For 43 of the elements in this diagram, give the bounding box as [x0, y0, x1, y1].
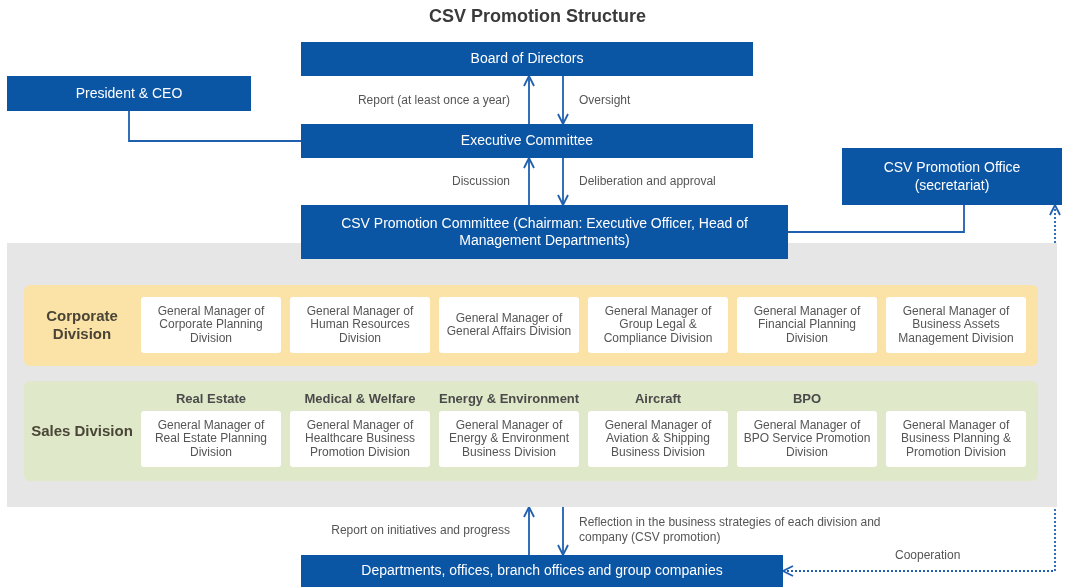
role-box: General Manager of BPO Service Promotion Division [737, 411, 877, 467]
arrow [557, 506, 569, 556]
column-heading: Energy & Environment [439, 391, 579, 406]
role-box: General Manager of Aviation & Shipping Business Division [588, 411, 728, 467]
org-unit-box: CSV Promotion Committee (Chairman: Executive Officer, Head of Management Departments) [301, 205, 788, 259]
arrow [557, 75, 569, 125]
edge-label: Report on initiatives and progress [330, 523, 510, 538]
column-heading: Aircraft [633, 391, 683, 406]
column-heading: BPO [791, 391, 823, 406]
band-heading: Corporate Division [45, 306, 119, 345]
diagram-title: CSV Promotion Structure [428, 6, 647, 27]
org-unit-box: Executive Committee [301, 124, 753, 158]
connector-line [128, 110, 302, 142]
arrow [523, 157, 535, 206]
org-unit-box: CSV Promotion Office (secretariat) [842, 148, 1062, 205]
role-box: General Manager of Business Assets Management Division [886, 297, 1026, 353]
division-band [24, 381, 1038, 481]
edge-label: Cooperation [895, 548, 962, 563]
role-box: General Manager of Healthcare Business Promotion Division [290, 411, 430, 467]
division-band [24, 285, 1038, 366]
role-box: General Manager of Energy & Environment Business Division [439, 411, 579, 467]
column-heading: Real Estate [174, 391, 248, 406]
role-box: General Manager of Financial Planning Division [737, 297, 877, 353]
edge-label: Report (at least once a year) [356, 93, 510, 108]
edge-label: Oversight [579, 93, 632, 108]
role-box: General Manager of Corporate Planning Division [141, 297, 281, 353]
role-box: General Manager of Real Estate Planning Division [141, 411, 281, 467]
column-heading: Medical & Welfare [303, 391, 417, 406]
band-heading: Sales Division [30, 421, 134, 441]
role-box: General Manager of Group Legal & Compliance Division [588, 297, 728, 353]
org-unit-box: Departments, offices, branch offices and group companies [301, 555, 783, 587]
arrow [523, 506, 535, 556]
role-box: General Manager of Business Planning & Promotion Division [886, 411, 1026, 467]
edge-label: Deliberation and approval [579, 174, 717, 189]
connector-line [787, 204, 965, 233]
edge-label: Reflection in the business strategies of each division and company (CSV promotion) [579, 515, 882, 545]
role-box: General Manager of Human Resources Division [290, 297, 430, 353]
role-box: General Manager of General Affairs Division [439, 297, 579, 353]
edge-label: Discussion [450, 174, 510, 189]
org-unit-box: President & CEO [7, 76, 251, 111]
arrow [523, 75, 535, 125]
org-unit-box: Board of Directors [301, 42, 753, 76]
arrow [557, 157, 569, 206]
